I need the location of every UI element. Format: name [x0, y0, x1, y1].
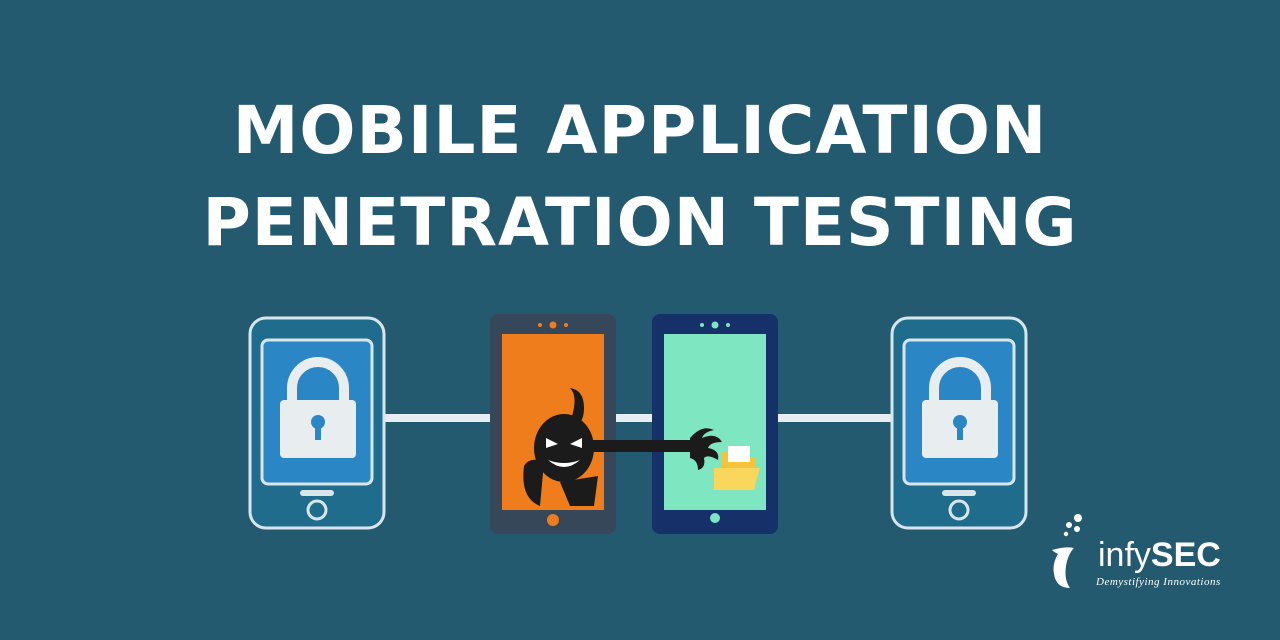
lock-icon	[922, 357, 998, 458]
logo-tagline: Demystifying Innovations	[1096, 576, 1221, 588]
connection-lines	[384, 414, 894, 422]
secure-phone-left	[248, 316, 386, 530]
hacker-icon	[523, 388, 722, 506]
folder-icon	[714, 446, 760, 490]
lock-icon	[280, 357, 356, 458]
title-line-1: MOBILE APPLICATION	[232, 92, 1048, 169]
secure-phone-right	[890, 316, 1028, 530]
victim-phone	[652, 314, 778, 534]
title-line-2: PENETRATION TESTING	[202, 184, 1078, 261]
logo-mark-icon	[1052, 514, 1082, 588]
logo-brand-suffix: SEC	[1150, 536, 1221, 574]
logo-wordmark: infySEC	[1098, 538, 1221, 572]
infysec-logo: infySEC Demystifying Innovations	[1044, 512, 1234, 602]
logo-brand-prefix: infy	[1098, 536, 1151, 574]
